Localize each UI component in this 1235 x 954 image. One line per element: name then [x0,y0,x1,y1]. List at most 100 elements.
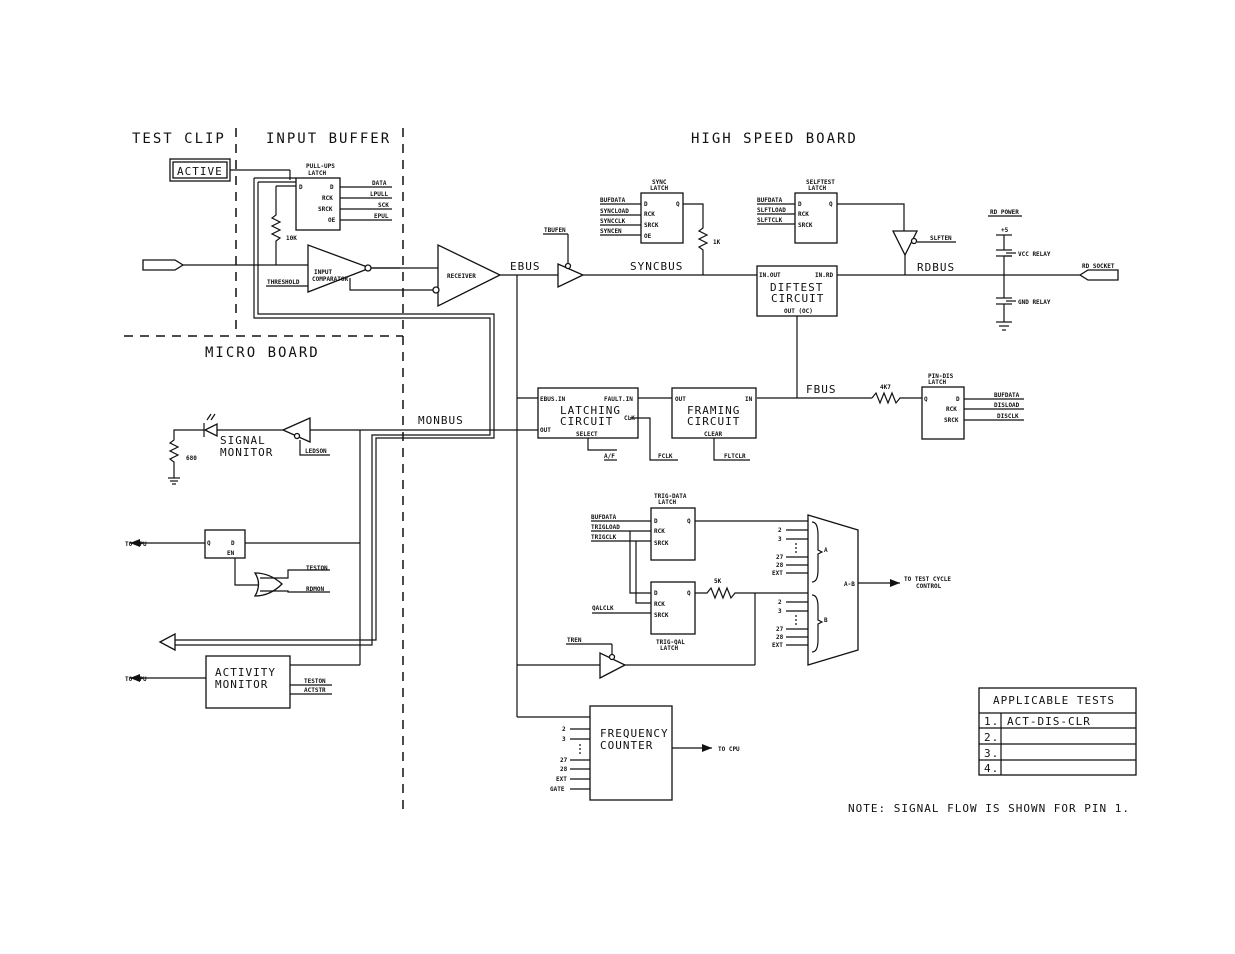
svg-text:MONITOR: MONITOR [215,678,268,691]
monitor-cable [158,170,495,652]
tbufen-buffer: TBUFEN SYNCBUS [543,227,757,289]
svg-text:28: 28 [776,562,784,569]
svg-text:RCK: RCK [322,195,333,202]
svg-text:FLTCLR: FLTCLR [724,453,746,460]
svg-text:Q: Q [687,590,691,597]
svg-text:EPUL: EPUL [374,213,389,220]
svg-text:OUT: OUT [540,427,551,434]
svg-text:27: 27 [560,757,568,764]
svg-text:+5: +5 [1001,227,1009,234]
svg-text:D: D [299,184,303,191]
svg-text:27: 27 [776,554,784,561]
svg-text:EN: EN [227,550,235,557]
svg-text:OUT (OC): OUT (OC) [784,308,813,315]
svg-text:FRAMING: FRAMING [687,404,740,417]
svg-text:BUFDATA: BUFDATA [591,514,617,521]
sync-latch: SYNC LATCH D RCK SRCK OE Q BUFDATA SYNCL… [600,179,721,275]
selftest-latch: SELFTEST LATCH D RCK SRCK Q BUFDATA SLFT… [757,179,956,275]
svg-text:3.: 3. [984,747,999,760]
svg-text:2: 2 [562,726,566,733]
tren-buffer: TREN [566,637,627,680]
svg-text:DATA: DATA [372,180,387,187]
svg-text:DISLOAD: DISLOAD [994,402,1020,409]
svg-text:RDMON: RDMON [306,586,324,593]
signal-flow-note: NOTE: SIGNAL FLOW IS SHOWN FOR PIN 1. [848,802,1130,815]
svg-text:CLEAR: CLEAR [704,431,722,438]
svg-text:EXT: EXT [772,570,783,577]
svg-text:FCLK: FCLK [658,453,673,460]
svg-text:RCK: RCK [946,406,957,413]
svg-text:BUFDATA: BUFDATA [994,392,1020,399]
svg-text:SRCK: SRCK [654,540,669,547]
svg-text:4.: 4. [984,762,999,775]
svg-text:D: D [654,518,658,525]
svg-text:CIRCUIT: CIRCUIT [560,415,613,428]
active-label: ACTIVE [177,165,223,178]
svg-text:Q: Q [687,518,691,525]
svg-text:3: 3 [778,608,782,615]
svg-text:MONITOR: MONITOR [220,446,273,459]
svg-text:SRCK: SRCK [644,222,659,229]
svg-text:DISCLK: DISCLK [997,413,1019,420]
svg-text:SLFTCLK: SLFTCLK [757,217,783,224]
fbus-label: FBUS [806,383,837,396]
svg-text:LATCH: LATCH [660,645,678,652]
rd-power: RD POWER +5 VCC RELAY GND RELAY RD SOCKE… [988,209,1119,331]
svg-text:TESTON: TESTON [304,678,326,685]
svg-text:LPULL: LPULL [370,191,388,198]
svg-text:A: A [824,547,828,554]
svg-text:GATE: GATE [550,786,565,793]
svg-text:EBUS.IN: EBUS.IN [540,396,566,403]
svg-text:1.: 1. [984,715,999,728]
svg-text:RCK: RCK [654,528,665,535]
svg-text:2.: 2. [984,731,999,744]
trig-qal-latch: D RCK SRCK Q TRIG-QAL LATCH QALCLK 5K [592,578,808,666]
svg-text:SYNC: SYNC [652,179,667,186]
activity-monitor: ACTIVITY MONITOR TESTON ACTSTR TO CPU [125,655,332,709]
svg-text:Q: Q [829,201,833,208]
svg-text:BUFDATA: BUFDATA [600,197,626,204]
latching-circuit: EBUS.IN FAULT.IN LATCHING CIRCUIT CLK OU… [537,387,678,461]
svg-text:IN.RD: IN.RD [815,272,833,279]
trig-data-latch: TRIG-DATA LATCH D RCK SRCK Q BUFDATA TRI… [591,493,808,604]
syncbus-label: SYNCBUS [630,260,683,273]
applicable-tests-title: APPLICABLE TESTS [993,694,1115,707]
svg-text:RD POWER: RD POWER [990,209,1019,216]
svg-text:OE: OE [328,217,336,224]
section-input-buffer: INPUT BUFFER [266,131,391,147]
svg-text:TO CPU: TO CPU [125,676,147,683]
svg-text:TO CPU: TO CPU [125,541,147,548]
applicable-tests-table: APPLICABLE TESTS 1. ACT-DIS-CLR 2. 3. 4. [978,687,1137,776]
svg-text:SELFTEST: SELFTEST [806,179,835,186]
section-dividers [124,128,404,812]
svg-text:CONTROL: CONTROL [916,583,942,590]
svg-text:RCK: RCK [644,211,655,218]
svg-text:LATCHING: LATCHING [560,404,621,417]
svg-text:1K: 1K [713,239,721,246]
svg-text:OE: OE [644,233,652,240]
svg-text:2: 2 [778,527,782,534]
svg-text:RECEIVER: RECEIVER [447,273,476,280]
svg-text:2: 2 [778,599,782,606]
svg-text:PULL-UPS: PULL-UPS [306,163,335,170]
svg-text:CIRCUIT: CIRCUIT [687,415,740,428]
pullups-latch: PULL-UPS LATCH D D RCK SRCK OE DATA LPUL… [295,163,392,231]
svg-text:EXT: EXT [556,776,567,783]
svg-text:27: 27 [776,626,784,633]
svg-text:A/F: A/F [604,453,615,460]
svg-text:VCC RELAY: VCC RELAY [1018,251,1051,258]
svg-text:SLFTLOAD: SLFTLOAD [757,207,786,214]
svg-text:SRCK: SRCK [318,206,333,213]
svg-text:INPUT: INPUT [314,269,332,276]
svg-text:D: D [798,201,802,208]
svg-text:IN.OUT: IN.OUT [759,272,781,279]
svg-text:TRIG-DATA: TRIG-DATA [654,493,687,500]
svg-text:EXT: EXT [772,642,783,649]
svg-text:B: B [824,617,828,624]
svg-text:D: D [330,184,334,191]
svg-text:LATCH: LATCH [658,499,676,506]
svg-text:OUT: OUT [675,396,686,403]
svg-text:Q: Q [676,201,680,208]
svg-text:TREN: TREN [567,637,582,644]
